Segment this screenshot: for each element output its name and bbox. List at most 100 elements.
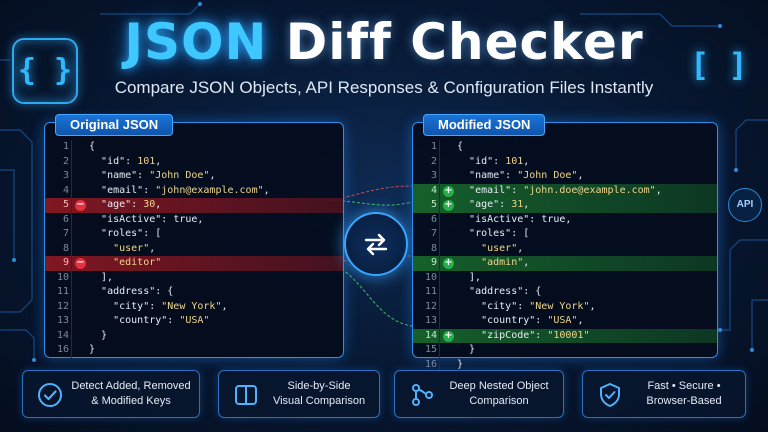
gutter-divider xyxy=(71,154,72,169)
code-line-removed[interactable]: 5− "age": 30, xyxy=(45,198,343,213)
code-text: "name": "John Doe", xyxy=(101,170,216,181)
gutter-divider xyxy=(439,270,440,285)
code-line[interactable]: 7 "roles": [ xyxy=(413,227,717,242)
line-number: 14 xyxy=(56,329,69,341)
line-number: 2 xyxy=(430,155,437,167)
line-number: 16 xyxy=(56,344,69,355)
line-number: 6 xyxy=(430,213,437,225)
code-text: { xyxy=(457,141,464,152)
code-line-added[interactable]: 9+ "admin", xyxy=(413,256,717,271)
code-line[interactable]: 8 "user", xyxy=(413,241,717,256)
code-text: "editor" xyxy=(113,257,162,268)
minus-circle-icon: − xyxy=(75,257,86,269)
code-text: } xyxy=(457,358,464,370)
code-line[interactable]: 2 "id": 101, xyxy=(45,154,343,169)
modified-json-panel[interactable]: Modified JSON 1{2 "id": 101,3 "name": "J… xyxy=(412,114,718,372)
code-line[interactable]: 12 "city": "New York", xyxy=(413,299,717,314)
line-number: 4 xyxy=(430,184,437,196)
line-number: 7 xyxy=(62,228,69,239)
line-number: 9 xyxy=(430,257,437,268)
code-line[interactable]: 16} xyxy=(45,343,343,358)
api-badge: API xyxy=(728,188,762,222)
line-number: 8 xyxy=(62,242,69,254)
line-number: 2 xyxy=(62,155,69,167)
code-line[interactable]: 3 "name": "John Doe", xyxy=(45,169,343,184)
code-text: "city": "New York", xyxy=(481,300,596,312)
title-diff-checker: Diff Checker xyxy=(285,13,644,71)
code-line[interactable]: 10 ], xyxy=(45,270,343,285)
line-number: 10 xyxy=(56,271,69,283)
curly-braces-icon: { } xyxy=(12,38,78,104)
line-number: 5 xyxy=(62,199,69,210)
gutter-divider xyxy=(71,328,72,343)
code-line[interactable]: 11 "address": { xyxy=(413,285,717,300)
code-line-added[interactable]: 5 + "age": 31, xyxy=(413,198,717,213)
gutter-divider xyxy=(71,256,72,271)
code-text: { xyxy=(89,141,96,152)
feature-side-by-side: Side-by-Side Visual Comparison xyxy=(218,370,380,418)
code-line[interactable]: 1{ xyxy=(45,140,343,155)
code-text: } xyxy=(457,344,476,355)
gutter-divider xyxy=(71,270,72,285)
feature-fast-secure: Fast • Secure • Browser-Based xyxy=(582,370,746,418)
code-line-added[interactable]: 14+ "zipCode": "10001" xyxy=(413,328,717,343)
gutter-divider xyxy=(71,198,72,213)
code-line[interactable]: 8 "user", xyxy=(45,241,343,256)
gutter-divider xyxy=(439,328,440,343)
code-line[interactable]: 13 "country": "USA" xyxy=(45,314,343,329)
line-number: 6 xyxy=(62,213,69,225)
code-line-removed[interactable]: 9− "editor" xyxy=(45,256,343,271)
code-line[interactable]: 16} xyxy=(413,357,717,372)
gutter-divider xyxy=(439,198,440,213)
code-text: "roles": [ xyxy=(469,228,530,239)
feature-line: Browser-Based xyxy=(646,395,722,407)
code-line[interactable]: 15 } xyxy=(413,343,717,358)
original-json-editor[interactable]: 1{2 "id": 101,3 "name": "John Doe",4 "em… xyxy=(45,140,343,358)
code-text: "admin", xyxy=(481,257,530,268)
code-line[interactable]: 3 "name": "John Doe", xyxy=(413,169,717,184)
line-number: 3 xyxy=(62,170,69,181)
gutter-divider xyxy=(439,343,440,358)
swap-button[interactable] xyxy=(344,212,408,276)
plus-circle-icon: + xyxy=(443,199,454,211)
code-line[interactable]: 4 "email": "john@example.com", xyxy=(45,183,343,198)
line-number: 14 xyxy=(424,329,437,341)
gutter-divider xyxy=(71,343,72,358)
line-number: 12 xyxy=(56,300,69,312)
code-text: "age": 31, xyxy=(469,199,530,210)
code-line[interactable]: 11 "address": { xyxy=(45,285,343,300)
feature-line: Deep Nested Object xyxy=(449,380,549,392)
gutter-divider xyxy=(439,299,440,314)
feature-line: Comparison xyxy=(469,395,529,407)
gutter-divider xyxy=(439,285,440,300)
code-line[interactable]: 1{ xyxy=(413,140,717,155)
original-json-panel[interactable]: Original JSON 1{2 "id": 101,3 "name": "J… xyxy=(44,114,344,358)
code-line[interactable]: 2 "id": 101, xyxy=(413,154,717,169)
line-number: 1 xyxy=(62,141,69,152)
code-line[interactable]: 6 "isActive": true, xyxy=(45,212,343,227)
feature-text: Fast • Secure • Browser-Based xyxy=(629,379,739,409)
code-line[interactable]: 10 ], xyxy=(413,270,717,285)
code-text: "email": "john.doe@example.com", xyxy=(469,184,662,196)
gutter-divider xyxy=(439,241,440,256)
line-number: 12 xyxy=(424,300,437,312)
line-number: 10 xyxy=(424,271,437,283)
code-line[interactable]: 13 "country": "USA", xyxy=(413,314,717,329)
side-by-side-icon xyxy=(235,385,257,405)
modified-json-tab[interactable]: Modified JSON xyxy=(423,114,546,136)
code-text: "id": 101, xyxy=(101,155,162,167)
gutter-divider xyxy=(439,140,440,155)
title-json: JSON xyxy=(124,13,268,71)
original-json-tab[interactable]: Original JSON xyxy=(55,114,174,136)
line-number: 5 xyxy=(430,199,437,210)
feature-line: Detect Added, Removed xyxy=(71,380,191,392)
code-line-added[interactable]: 4+ "email": "john.doe@example.com", xyxy=(413,183,717,198)
code-line[interactable]: 7 "roles": [ xyxy=(45,227,343,242)
modified-json-editor[interactable]: 1{2 "id": 101,3 "name": "John Doe",4+ "e… xyxy=(413,140,717,372)
code-line[interactable]: 14 } xyxy=(45,328,343,343)
feature-detect-changes: Detect Added, Removed & Modified Keys xyxy=(22,370,200,418)
code-line[interactable]: 6 "isActive": true, xyxy=(413,212,717,227)
code-text: "roles": [ xyxy=(101,228,162,239)
code-text: "user", xyxy=(481,242,524,254)
code-line[interactable]: 12 "city": "New York", xyxy=(45,299,343,314)
